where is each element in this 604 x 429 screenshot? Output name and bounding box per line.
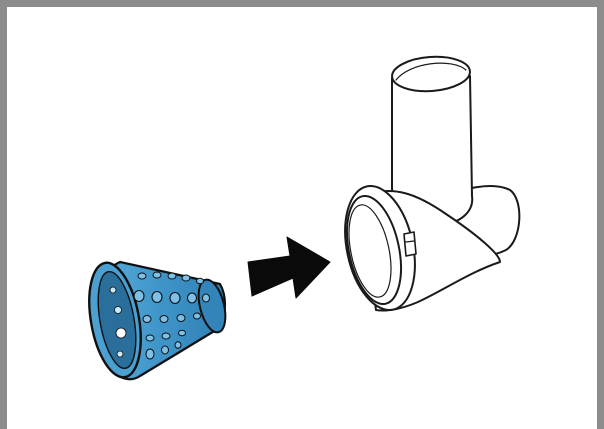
insert-direction-arrow-icon: [247, 236, 331, 299]
grinder-housing-icon: [344, 55, 521, 312]
grating-drum-cone-icon: [88, 260, 227, 381]
